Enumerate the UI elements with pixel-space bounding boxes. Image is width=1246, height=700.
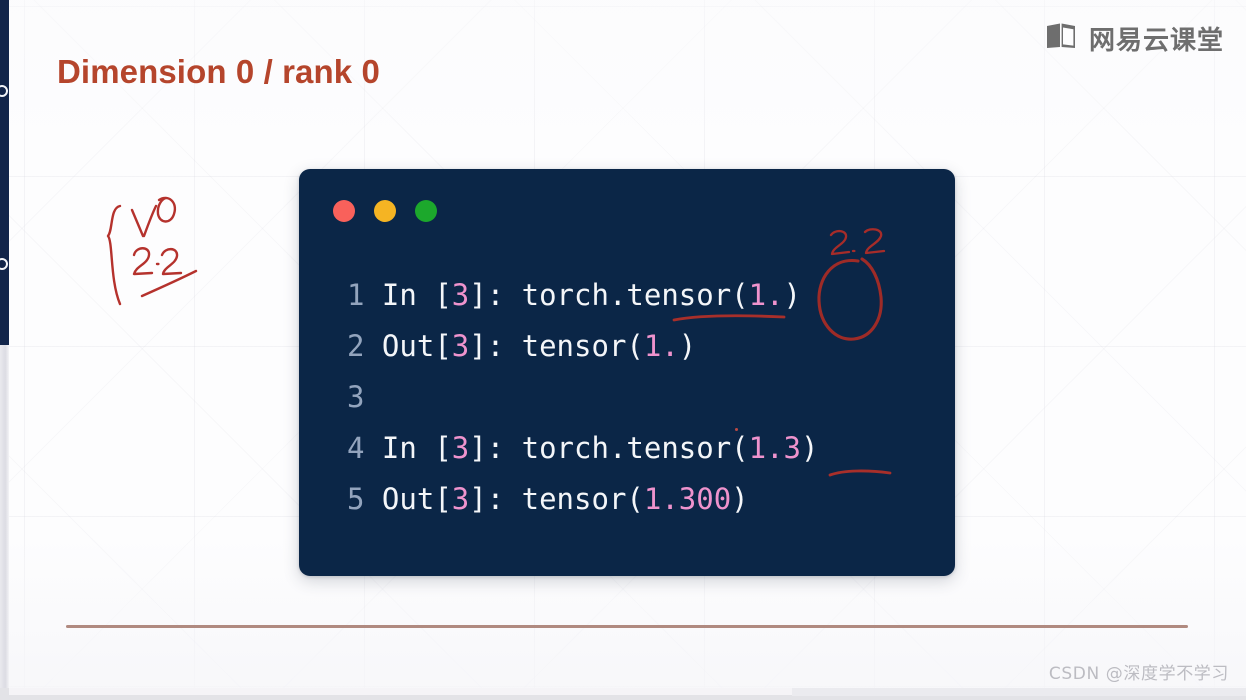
code-token-text: ]: bbox=[469, 278, 522, 312]
code-token-text: ) bbox=[731, 482, 749, 516]
code-token-text: In bbox=[364, 431, 435, 465]
code-token-text: [ bbox=[434, 329, 452, 363]
terminal-window: 1 In [3]: torch.tensor(1.)2 Out[3]: tens… bbox=[299, 169, 955, 576]
left-scroll-rail[interactable] bbox=[0, 345, 9, 688]
code-token-text: tensor( bbox=[521, 482, 644, 516]
code-token-text: ]: bbox=[469, 329, 522, 363]
code-token-text: tensor( bbox=[521, 329, 644, 363]
code-token-text: ) bbox=[783, 278, 802, 312]
taskbar-active-window[interactable] bbox=[9, 688, 792, 695]
code-line-number: 3 bbox=[347, 380, 365, 414]
window-controls bbox=[333, 200, 437, 222]
code-line: 5 Out[3]: tensor(1.300) bbox=[347, 474, 943, 525]
close-dot-icon[interactable] bbox=[333, 200, 355, 222]
taskbar-tray[interactable] bbox=[792, 688, 1246, 696]
code-line: 2 Out[3]: tensor(1.) bbox=[347, 321, 943, 372]
brand-name: 网易云课堂 bbox=[1088, 26, 1224, 56]
watermark: CSDN @深度学不学习 bbox=[1048, 664, 1229, 684]
code-token-text: ]: bbox=[469, 482, 522, 516]
code-token-text: ) bbox=[801, 431, 819, 465]
code-token-text: torch.tensor( bbox=[521, 278, 749, 312]
code-token-text: ) bbox=[678, 329, 697, 363]
left-sidebar-strip[interactable] bbox=[0, 0, 9, 345]
code-line-number: 5 bbox=[347, 482, 365, 516]
sidebar-glyph-circle-icon bbox=[0, 85, 8, 97]
code-line: 4 In [3]: torch.tensor(1.3) bbox=[347, 423, 943, 474]
code-token-text: In bbox=[364, 278, 435, 312]
code-token-value: 1.300 bbox=[643, 482, 732, 516]
divider bbox=[66, 625, 1188, 628]
code-token-value: 3 bbox=[451, 278, 470, 312]
annotation-ink-dot bbox=[735, 428, 738, 431]
maximize-dot-icon[interactable] bbox=[415, 200, 437, 222]
code-token-text: torch.tensor( bbox=[521, 431, 749, 465]
code-token-value: 3 bbox=[451, 482, 470, 516]
code-token-value: 1. bbox=[748, 278, 784, 312]
code-token-text: [ bbox=[434, 278, 452, 312]
code-line-number: 2 bbox=[347, 329, 365, 363]
code-line: 1 In [3]: torch.tensor(1.) bbox=[347, 270, 943, 321]
code-token-value: 3 bbox=[451, 431, 470, 465]
code-line: 3 bbox=[347, 372, 943, 423]
code-token-value: 1.3 bbox=[748, 431, 802, 465]
code-token-text: Out bbox=[364, 482, 435, 516]
page-title: Dimension 0 / rank 0 bbox=[57, 53, 380, 90]
code-token-text: Out bbox=[364, 329, 435, 363]
code-token-text: [ bbox=[434, 482, 452, 516]
code-line-number: 1 bbox=[347, 278, 365, 312]
code-token-text: [ bbox=[434, 431, 452, 465]
taskbar bbox=[0, 688, 1246, 700]
code-token-value: 1. bbox=[643, 329, 679, 363]
code-token-text: ]: bbox=[469, 431, 522, 465]
code-token-value: 3 bbox=[451, 329, 470, 363]
book-logo-icon bbox=[1045, 22, 1079, 55]
code-line-number: 4 bbox=[347, 431, 365, 465]
brand-logo: 网易云课堂 bbox=[1045, 20, 1224, 57]
sidebar-glyph-circle-icon bbox=[0, 258, 8, 270]
minimize-dot-icon[interactable] bbox=[374, 200, 396, 222]
code-block: 1 In [3]: torch.tensor(1.)2 Out[3]: tens… bbox=[347, 270, 943, 525]
